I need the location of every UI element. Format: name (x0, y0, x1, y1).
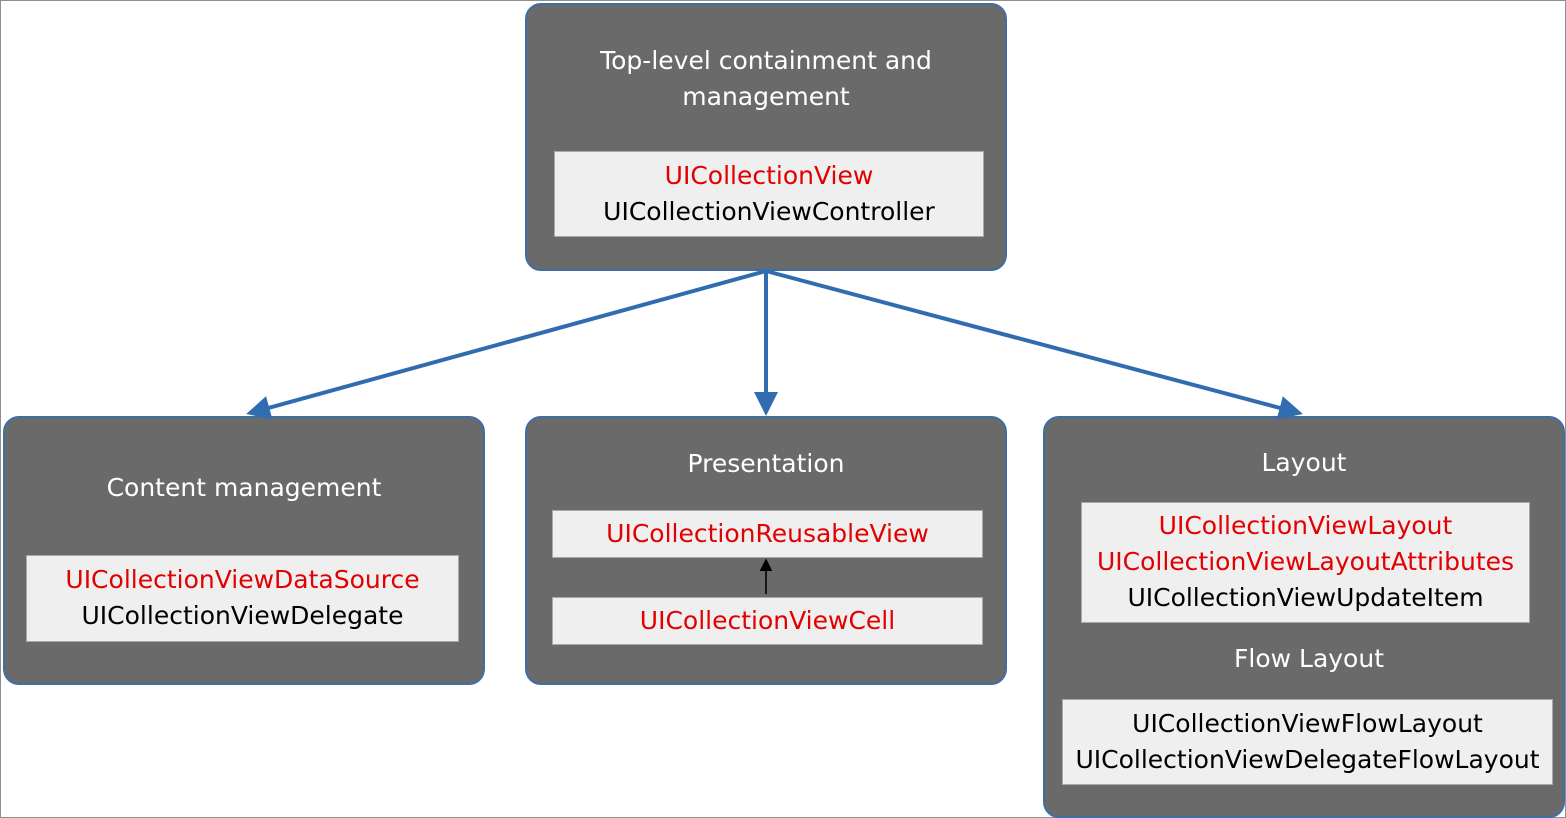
top-level-class-box: UICollectionView UICollectionViewControl… (554, 151, 984, 237)
layout-class-box: UICollectionViewLayout UICollectionViewL… (1081, 502, 1530, 623)
flow-layout-title: Flow Layout (1234, 644, 1384, 673)
class-uicollectionviewlayoutattributes: UICollectionViewLayoutAttributes (1096, 547, 1515, 576)
top-level-title-line2: management (682, 82, 850, 111)
cell-box: UICollectionViewCell (552, 597, 983, 645)
arrow-to-layout (765, 269, 1303, 420)
reusable-view-box: UICollectionReusableView (552, 510, 983, 558)
layout-title: Layout (1261, 448, 1347, 477)
class-uicollectionreusableview: UICollectionReusableView (606, 519, 929, 548)
class-uicollectionviewlayout: UICollectionViewLayout (1158, 511, 1453, 540)
class-uicollectionviewdelegateflowlayout: UICollectionViewDelegateFlowLayout (1075, 745, 1540, 774)
top-level-title: Top-level containment and management (527, 43, 1005, 115)
content-management-group: Content management UICollectionViewDataS… (3, 416, 485, 685)
arrow-to-content-management (246, 269, 767, 420)
content-management-title: Content management (106, 473, 382, 502)
class-uicollectionviewupdateitem: UICollectionViewUpdateItem (1127, 583, 1484, 612)
class-uicollectionview: UICollectionView (664, 161, 874, 190)
top-level-title-line1: Top-level containment and (600, 46, 932, 75)
class-uicollectionviewflowlayout: UICollectionViewFlowLayout (1132, 709, 1483, 738)
layout-group: Layout UICollectionViewLayout UICollecti… (1043, 416, 1565, 818)
presentation-group: Presentation UICollectionReusableView UI… (525, 416, 1007, 685)
flow-layout-class-box: UICollectionViewFlowLayout UICollectionV… (1062, 699, 1553, 785)
presentation-title: Presentation (687, 449, 845, 478)
content-management-class-box: UICollectionViewDataSource UICollectionV… (26, 555, 459, 642)
class-uicollectionviewcontroller: UICollectionViewController (603, 197, 935, 226)
top-level-group: Top-level containment and management UIC… (525, 3, 1007, 271)
class-uicollectionviewcell: UICollectionViewCell (639, 606, 896, 635)
class-uicollectionviewdatasource: UICollectionViewDataSource (65, 565, 420, 594)
class-uicollectionviewdelegate: UICollectionViewDelegate (81, 601, 404, 630)
